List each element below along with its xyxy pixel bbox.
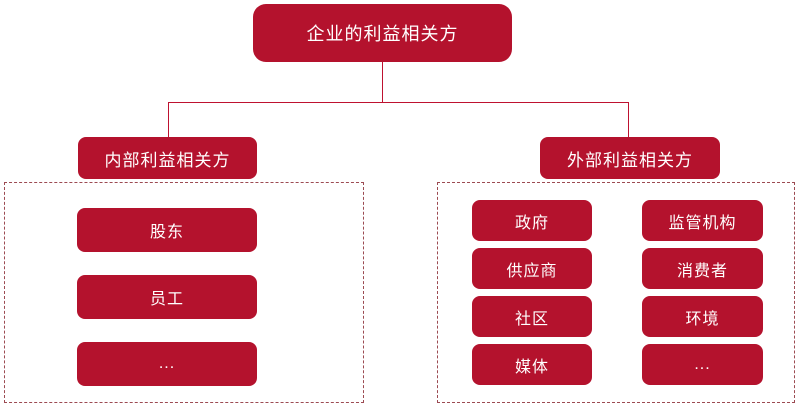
external-item-media: 媒体 — [472, 344, 592, 385]
internal-item-employees: 员工 — [77, 275, 257, 319]
internal-item-shareholders: 股东 — [77, 208, 257, 252]
external-item-regulators: 监管机构 — [642, 200, 763, 241]
external-item-more: ... — [642, 344, 763, 385]
external-group-box — [437, 182, 795, 403]
external-item-government: 政府 — [472, 200, 592, 241]
connector-right-vertical — [628, 102, 629, 137]
internal-group-box — [4, 182, 364, 403]
internal-stakeholders-header: 内部利益相关方 — [78, 137, 257, 179]
connector-horizontal — [168, 102, 629, 103]
connector-left-vertical — [168, 102, 169, 137]
external-item-community: 社区 — [472, 296, 592, 337]
external-item-consumers: 消费者 — [642, 248, 763, 289]
root-node: 企业的利益相关方 — [253, 4, 512, 62]
external-item-suppliers: 供应商 — [472, 248, 592, 289]
external-item-environment: 环境 — [642, 296, 763, 337]
external-stakeholders-header: 外部利益相关方 — [540, 137, 720, 179]
connector-root-vertical — [382, 62, 383, 102]
internal-item-more: ... — [77, 342, 257, 386]
